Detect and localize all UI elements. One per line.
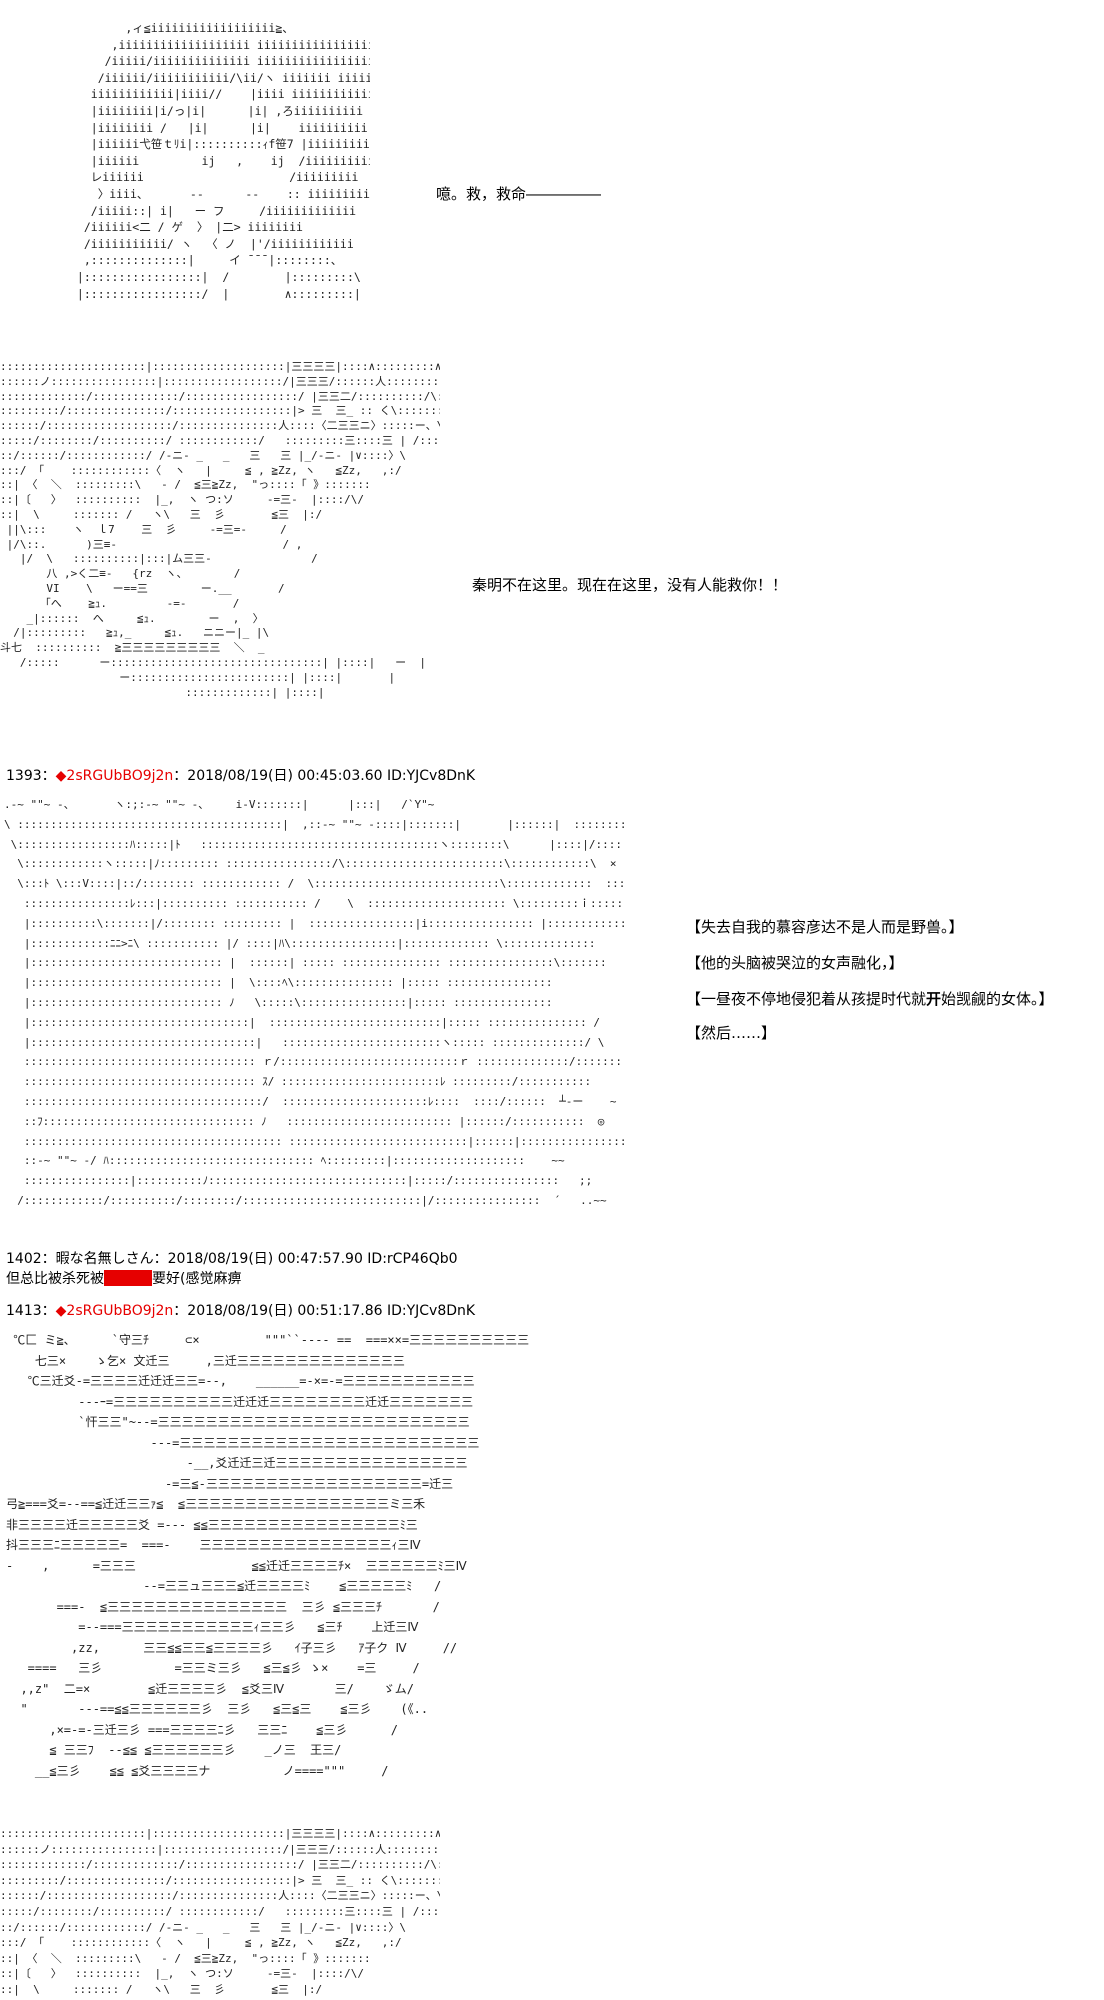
post-body-1402: 但总比被杀死被 要好(感觉麻痹 bbox=[6, 1268, 241, 1288]
narration-line-1: 【失去自我的慕容彦达不是人而是野兽。】 bbox=[686, 918, 964, 936]
post-number: 1413： bbox=[6, 1303, 56, 1319]
speech-help: 噫。救，救命――――― bbox=[436, 185, 602, 203]
post-body-text-before: 但总比被杀死被 bbox=[6, 1271, 104, 1287]
narration-line-2: 【他的头脑被哭泣的女声融化，】 bbox=[686, 954, 904, 972]
trip-code[interactable]: 2sRGUbBO9j2n bbox=[66, 768, 174, 784]
ascii-art-man-grinning: ::::::::::::::::::::::|:::::::::::::::::… bbox=[0, 360, 440, 699]
ascii-art-struggle-scene: .-~ ""~ -、 ヽ:;:-~ ""~ -、 i-V:::::::| |::… bbox=[4, 798, 624, 1207]
post-header-1393: 1393：◆2sRGUbBO9j2n：2018/08/19(日) 00:45:0… bbox=[6, 765, 475, 785]
trip-code[interactable]: 2sRGUbBO9j2n bbox=[66, 1303, 174, 1319]
post-body-text-after: 要好(感觉麻痹 bbox=[152, 1271, 242, 1287]
post-meta: ：2018/08/19(日) 00:51:17.86 ID:YJCv8DnK bbox=[173, 1303, 476, 1319]
narration-line-3: 【一昼夜不停地侵犯着从孩提时代就开始觊觎的女体。】 bbox=[686, 988, 1054, 1009]
post-number: 1393： bbox=[6, 768, 56, 784]
narration-line-3b: 始觊觎的女体。】 bbox=[941, 990, 1054, 1008]
post-meta: ：2018/08/19(日) 00:45:03.60 ID:YJCv8DnK bbox=[173, 768, 476, 784]
post-header-1413: 1413：◆2sRGUbBO9j2n：2018/08/19(日) 00:51:1… bbox=[6, 1300, 475, 1320]
poster-name: 暇な名無しさん bbox=[55, 1251, 154, 1267]
narration-line-3a: 【一昼夜不停地侵犯着从孩提时代就 bbox=[686, 990, 927, 1008]
trip-diamond: ◆ bbox=[55, 1303, 67, 1319]
post-number: 1402： bbox=[6, 1251, 56, 1267]
narration-line-3-bold: 开 bbox=[926, 990, 942, 1008]
ascii-art-man-grinning-repeat: ::::::::::::::::::::::|:::::::::::::::::… bbox=[0, 1827, 440, 1996]
redacted-block bbox=[104, 1270, 152, 1286]
narration-line-4: 【然后……】 bbox=[686, 1024, 777, 1042]
post-meta: ：2018/08/19(日) 00:47:57.90 ID:rCP46Qb0 bbox=[153, 1251, 458, 1267]
speech-nobody-can-save: 秦明不在这里。现在在这里，没有人能救你！！ bbox=[472, 576, 788, 594]
trip-diamond: ◆ bbox=[55, 768, 67, 784]
post-header-1402: 1402：暇な名無しさん：2018/08/19(日) 00:47:57.90 I… bbox=[6, 1248, 458, 1268]
ascii-art-woman-crying: ,ィ≦iiiiiiiiiiiiiiiiii≧、 ,iiiiiiiiiiiiiii… bbox=[76, 21, 370, 301]
ascii-art-speed-lines: ℃匚 ミ≧、 `守三ﾁ ⊂× """``---- == ===××=三三三三三三… bbox=[6, 1333, 530, 1778]
